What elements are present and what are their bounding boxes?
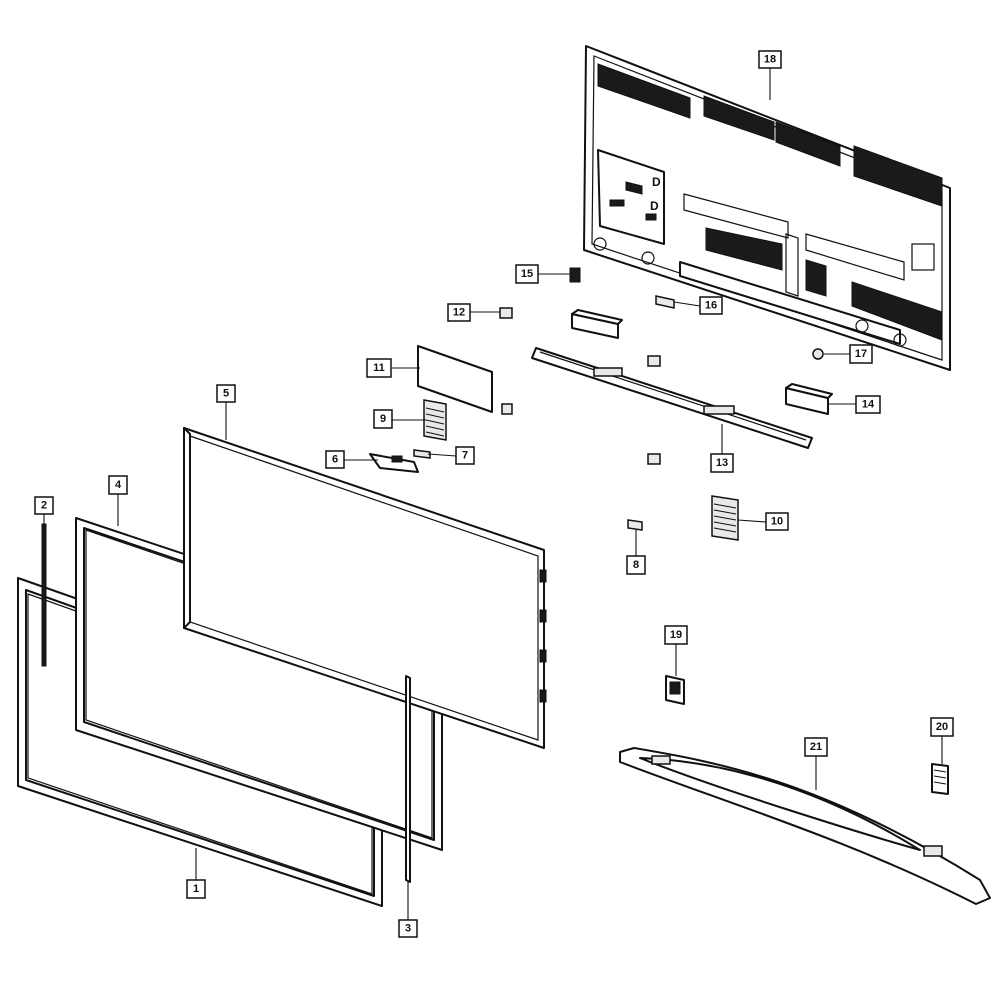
callout-5: 5 xyxy=(216,384,236,403)
callout-17-label: 17 xyxy=(855,348,867,360)
callout-3-label: 3 xyxy=(405,923,411,935)
small-clip-7-part xyxy=(413,449,431,459)
ir-bracket-part xyxy=(369,453,419,473)
callout-20: 20 xyxy=(930,717,954,737)
clip-16-part xyxy=(655,295,675,309)
stand-bracket-bar-part xyxy=(531,347,813,449)
callout-8-label: 8 xyxy=(633,559,639,571)
callout-21-label: 21 xyxy=(810,741,822,753)
small-clip-8-part xyxy=(627,519,643,531)
back-cover-part: D D xyxy=(583,45,951,371)
callout-7: 7 xyxy=(455,446,475,465)
callout-11: 11 xyxy=(366,358,392,378)
leader-lines xyxy=(43,68,943,920)
callout-11-label: 11 xyxy=(373,362,385,374)
speaker-grille-right-part xyxy=(711,495,739,541)
knob-17-part xyxy=(812,348,824,360)
callout-6: 6 xyxy=(325,450,345,469)
callout-16-label: 16 xyxy=(705,300,717,312)
callout-10: 10 xyxy=(765,512,789,531)
callout-20-label: 20 xyxy=(936,721,948,733)
clip-15-part xyxy=(569,267,581,283)
callout-12-label: 12 xyxy=(453,307,465,319)
speaker-grille-left-part xyxy=(423,399,447,441)
loose-clip-c-part xyxy=(647,453,661,465)
callout-4: 4 xyxy=(108,475,128,495)
callout-4-label: 4 xyxy=(115,479,122,491)
display-panel-part xyxy=(183,427,547,749)
callout-19: 19 xyxy=(664,625,688,645)
callout-5-label: 5 xyxy=(223,388,229,400)
callout-9: 9 xyxy=(373,409,393,429)
callout-19-label: 19 xyxy=(670,629,682,641)
back-cover-mark-d1: D xyxy=(652,175,661,189)
callout-21: 21 xyxy=(804,737,828,757)
callout-16: 16 xyxy=(699,296,723,315)
callout-2-label: 2 xyxy=(41,500,47,512)
callout-1: 1 xyxy=(186,879,206,899)
callout-15-label: 15 xyxy=(521,268,533,280)
callout-2: 2 xyxy=(34,496,54,515)
stand-holder-20-part xyxy=(931,763,949,795)
back-cover-mark-d2: D xyxy=(650,199,659,213)
callout-17: 17 xyxy=(849,344,873,364)
callout-18-label: 18 xyxy=(764,54,776,66)
callout-3: 3 xyxy=(398,919,418,938)
callout-13: 13 xyxy=(710,453,734,473)
callout-14: 14 xyxy=(855,395,881,414)
callout-14-label: 14 xyxy=(862,399,875,411)
callout-12: 12 xyxy=(447,303,471,322)
callout-8: 8 xyxy=(626,555,646,575)
callout-13-label: 13 xyxy=(716,457,728,469)
speaker-block-upper-part xyxy=(571,309,623,339)
callout-18: 18 xyxy=(758,50,782,69)
loose-clip-a-part xyxy=(501,403,513,415)
left-strip-part xyxy=(41,523,47,667)
callout-15: 15 xyxy=(515,264,539,284)
stand-holder-19-part xyxy=(665,675,685,705)
callout-1-label: 1 xyxy=(193,883,199,895)
callout-9-label: 9 xyxy=(380,413,386,425)
speaker-block-lower-part xyxy=(785,383,833,415)
callout-6-label: 6 xyxy=(332,454,338,466)
loose-clip-b-part xyxy=(647,355,661,367)
right-strip-part xyxy=(405,675,411,883)
circuit-board-part xyxy=(417,345,493,413)
clip-12-part xyxy=(499,307,513,319)
stand-base-part xyxy=(619,747,991,905)
callout-7-label: 7 xyxy=(462,450,468,462)
callout-10-label: 10 xyxy=(771,516,783,528)
